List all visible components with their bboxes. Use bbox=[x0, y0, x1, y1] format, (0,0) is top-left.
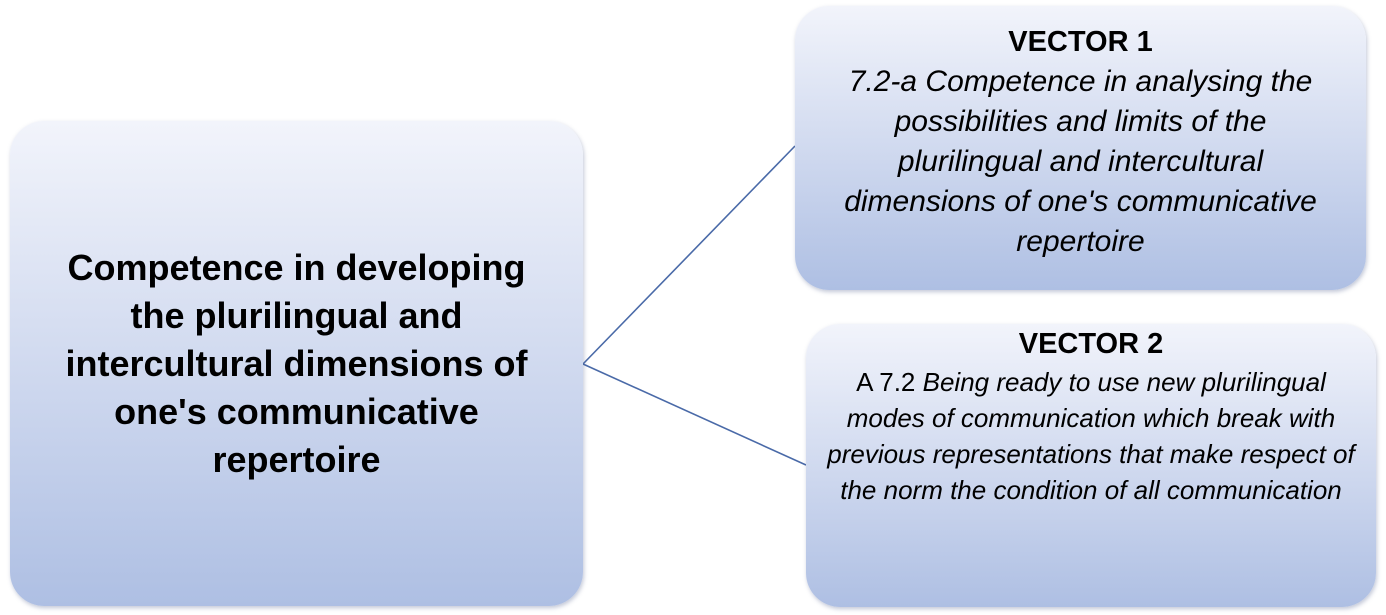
connector-to-vector-1 bbox=[582, 145, 796, 365]
vector-2-text: A 7.2 Being ready to use new plurilingua… bbox=[820, 364, 1362, 508]
vector-2-box: VECTOR 2 A 7.2 Being ready to use new pl… bbox=[806, 324, 1376, 607]
main-competence-title: Competence in developing the plurilingua… bbox=[65, 246, 528, 480]
connector-to-vector-2 bbox=[582, 363, 807, 466]
vector-2-title: VECTOR 2 bbox=[1018, 328, 1164, 360]
vector-2-code: A 7.2 bbox=[856, 367, 916, 397]
vector-2-description: Being ready to use new plurilingual mode… bbox=[827, 367, 1355, 505]
vector-1-text: 7.2-a Competence in analysing the possib… bbox=[844, 65, 1317, 258]
vector-1-title: VECTOR 1 bbox=[1008, 26, 1153, 58]
vector-1-box: VECTOR 1 7.2-a Competence in analysing t… bbox=[795, 6, 1366, 290]
main-competence-box: Competence in developing the plurilingua… bbox=[10, 121, 583, 606]
